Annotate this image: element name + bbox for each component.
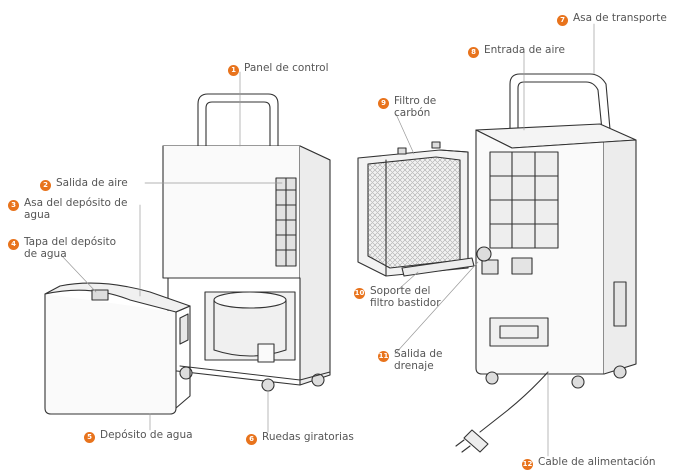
callout-text: Depósito de agua [100,429,193,441]
callout-text: Salida de drenaje [394,348,443,372]
drain-outlet [477,247,491,261]
callout-text: Soporte del filtro bastidor [370,285,441,309]
label-water-tank: 5 Depósito de agua [84,429,193,443]
callout-text: Ruedas giratorias [262,431,354,443]
label-carry-handle: 7 Asa de transporte [557,12,667,26]
tank-front [45,294,176,414]
callout-number: 10 [354,288,365,299]
callout-number: 5 [84,432,95,443]
callout-text: Salida de aire [56,177,128,189]
label-power-cord: 12 Cable de alimentación [522,456,656,470]
label-tank-handle: 3 Asa del depósito de agua [8,197,127,221]
callout-text: Panel de control [244,62,329,74]
callout-number: 12 [522,459,533,470]
carbon-filter [358,142,468,276]
callout-text: Cable de alimentación [538,456,656,468]
callout-number: 1 [228,65,239,76]
callout-number: 11 [378,351,389,362]
label-drain-outlet: 11 Salida de drenaje [378,348,443,372]
label-carbon-filter: 9 Filtro de carbón [378,95,436,119]
callout-number: 3 [8,200,19,211]
callout-text: Tapa del depósito de agua [24,236,116,260]
label-wheels: 6 Ruedas giratorias [246,431,354,445]
front-side [300,146,330,385]
cord-wrap [490,318,548,346]
water-tank [45,283,190,414]
callout-number: 9 [378,98,389,109]
callout-number: 8 [468,47,479,58]
callout-number: 6 [246,434,257,445]
air-outlet-grille [276,178,296,266]
label-filter-holder: 10 Soporte del filtro bastidor [354,285,441,309]
callout-number: 2 [40,180,51,191]
rear-unit [476,74,636,388]
label-control-panel: 1 Panel de control [228,62,329,76]
callout-number: 4 [8,239,19,250]
callout-text: Asa de transporte [573,12,667,24]
label-air-outlet: 2 Salida de aire [40,177,128,191]
label-air-inlet: 8 Entrada de aire [468,44,565,58]
callout-number: 7 [557,15,568,26]
power-cord [456,372,548,452]
callout-text: Asa del depósito de agua [24,197,127,221]
front-unit [163,94,330,391]
tank-handle [92,290,108,300]
callout-text: Entrada de aire [484,44,565,56]
air-inlet-grid [490,152,558,248]
callout-text: Filtro de carbón [394,95,436,119]
label-tank-lid: 4 Tapa del depósito de agua [8,236,116,260]
